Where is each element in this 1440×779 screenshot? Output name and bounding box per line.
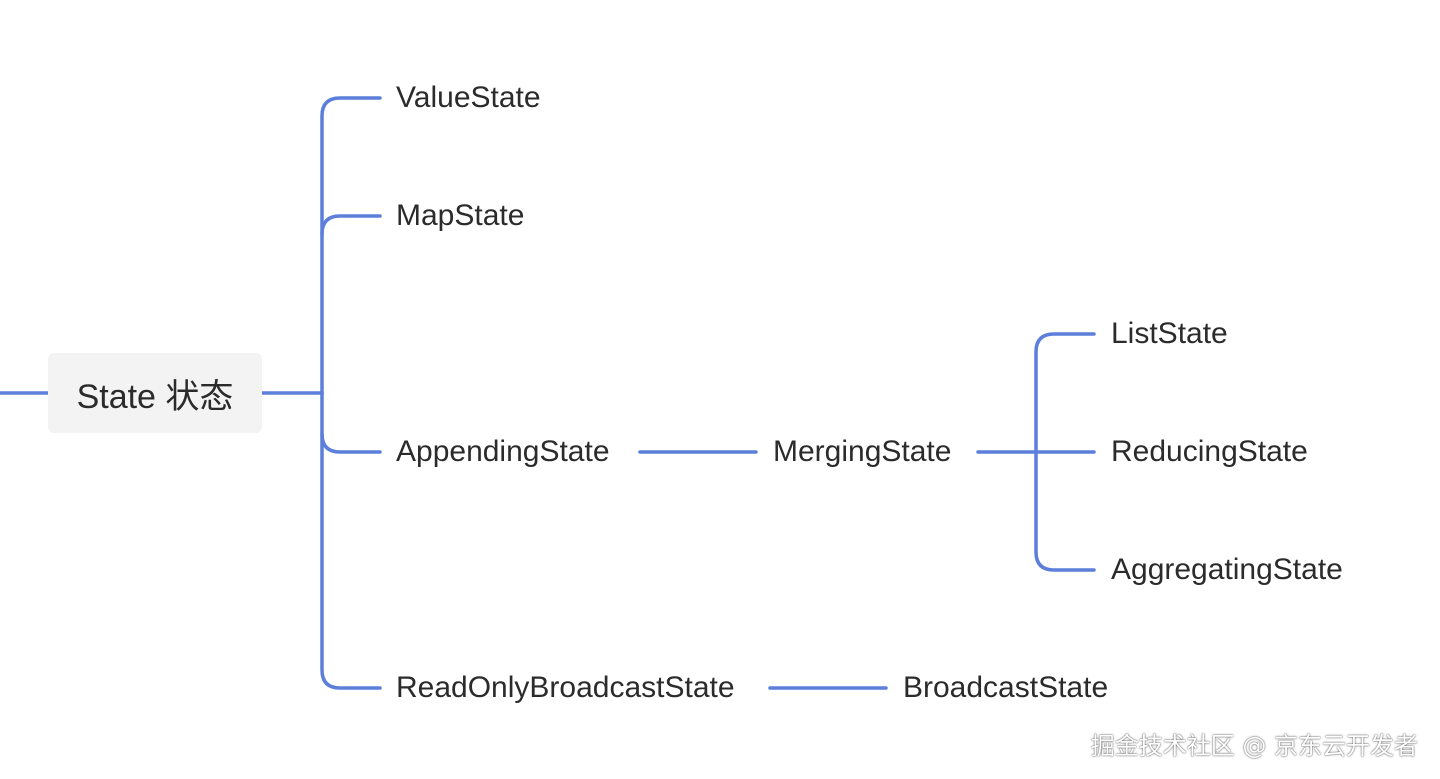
node-aggregating-state[interactable]: AggregatingState	[1111, 553, 1343, 586]
node-read-only-broadcast-state[interactable]: ReadOnlyBroadcastState	[396, 671, 735, 704]
node-appending-state[interactable]: AppendingState	[396, 435, 610, 468]
node-list-state[interactable]: ListState	[1111, 317, 1228, 350]
edge-to-map-state	[320, 214, 382, 236]
watermark-text: 掘金技术社区 @ 京东云开发者	[1090, 732, 1418, 760]
node-value-state[interactable]: ValueState	[396, 81, 541, 114]
edge-to-list-state	[1034, 332, 1096, 572]
edge-to-appending-state	[320, 391, 382, 454]
root-node-label: State 状态	[76, 377, 234, 416]
node-merging-state[interactable]: MergingState	[773, 435, 952, 468]
edge-to-value-state	[320, 96, 382, 395]
root-node-state[interactable]: State 状态	[48, 353, 262, 433]
node-reducing-state[interactable]: ReducingState	[1111, 435, 1308, 468]
edge-to-read-only-broadcast-state	[320, 432, 382, 690]
node-map-state[interactable]: MapState	[396, 199, 525, 232]
node-broadcast-state[interactable]: BroadcastState	[903, 671, 1109, 704]
